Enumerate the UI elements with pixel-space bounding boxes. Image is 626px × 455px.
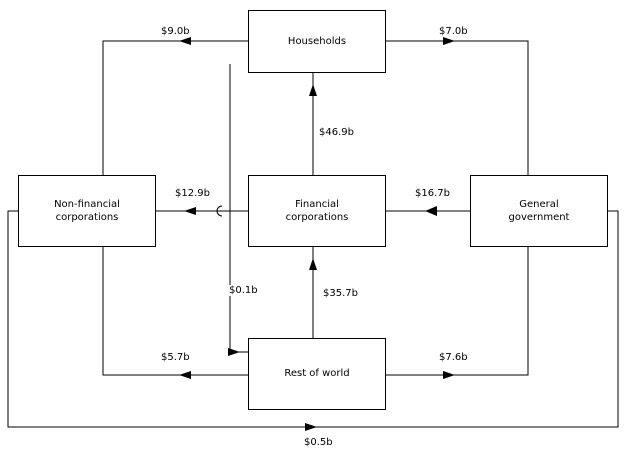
node-rest-of-world-label: Rest of world: [284, 368, 350, 380]
edge-households-government: [386, 40, 529, 175]
arrowhead-government-financial: [425, 206, 437, 216]
arrowhead-restofworld-government: [443, 371, 455, 379]
edge-households-nonfinancial: [102, 40, 248, 175]
edge-restofworld-government: [386, 247, 529, 376]
flow-label-households-to-restofworld: $0.1b: [228, 285, 259, 296]
edge-restofworld-nonfinancial: [102, 247, 248, 376]
node-financial-corporations-label-line2: corporations: [285, 212, 349, 223]
arrowhead-households-nonfinancial: [179, 37, 191, 45]
node-general-government-label-line2: government: [508, 212, 570, 223]
node-households[interactable]: Households: [248, 10, 386, 73]
node-financial-corporations-label-line1: Financial: [295, 198, 339, 210]
node-non-financial-corporations[interactable]: Non-financial corporations: [18, 175, 156, 247]
arrowhead-restofworld-nonfinancial: [179, 371, 191, 379]
node-financial-corporations[interactable]: Financial corporations: [248, 175, 386, 247]
arrowhead-nonfinancial-government: [305, 423, 317, 431]
arrowhead-restofworld-financial: [309, 258, 317, 270]
node-non-financial-corporations-label-line1: Non-financial: [54, 198, 120, 210]
node-general-government-label-line1: General: [519, 198, 559, 210]
flow-label-nonfinancial-to-government: $0.5b: [303, 437, 334, 448]
node-rest-of-world[interactable]: Rest of world: [248, 338, 386, 410]
flow-label-restofworld-to-financial: $35.7b: [322, 288, 359, 299]
node-non-financial-corporations-label-line2: corporations: [55, 212, 119, 223]
flow-label-restofworld-to-government: $7.6b: [438, 352, 469, 363]
node-households-label: Households: [287, 35, 347, 47]
flow-label-restofworld-to-nonfinancial: $5.7b: [160, 352, 191, 363]
flow-label-financial-to-nonfinancial: $12.9b: [174, 188, 211, 199]
edge-households-restofworld: [229, 64, 248, 353]
flow-label-government-to-financial: $16.7b: [414, 188, 451, 199]
arrowhead-financial-households: [309, 84, 317, 96]
arrowhead-financial-nonfinancial: [184, 207, 196, 215]
wire-jump-arc: [216, 205, 223, 217]
node-general-government[interactable]: General government: [470, 175, 608, 247]
flow-label-households-to-nonfinancial: $9.0b: [160, 26, 191, 37]
flow-label-financial-to-households: $46.9b: [318, 127, 355, 138]
flow-label-households-to-government: $7.0b: [438, 26, 469, 37]
arrowhead-households-restofworld: [228, 348, 240, 356]
arrowhead-households-government: [443, 37, 455, 45]
